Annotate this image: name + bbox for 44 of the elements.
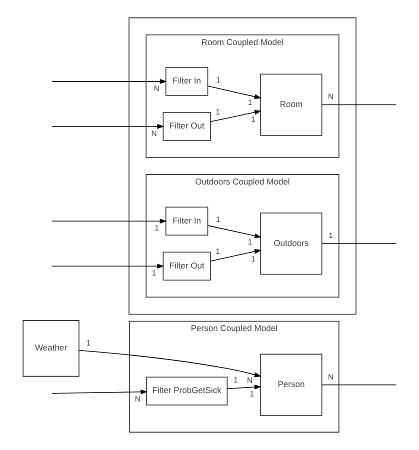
label: 1 bbox=[216, 215, 220, 224]
arrow bbox=[210, 110, 262, 122]
label: 1 bbox=[151, 268, 156, 278]
label: 1 bbox=[250, 254, 255, 264]
arrow bbox=[51, 264, 164, 269]
label: N bbox=[246, 376, 252, 386]
label: 1 bbox=[250, 115, 255, 124]
arrow bbox=[51, 124, 164, 129]
arrow bbox=[51, 79, 166, 84]
arrow bbox=[51, 389, 148, 394]
arrow bbox=[207, 225, 262, 238]
arrow bbox=[78, 350, 262, 378]
connector bbox=[320, 104, 396, 106]
label: 1 bbox=[215, 107, 220, 116]
arrow bbox=[210, 249, 262, 262]
label: 1 bbox=[247, 237, 252, 246]
cluster bbox=[128, 17, 356, 315]
connector bbox=[320, 243, 396, 244]
node-box: Outdoors bbox=[260, 212, 322, 275]
label: 1 bbox=[216, 76, 220, 85]
node-box: Filter Out bbox=[162, 112, 210, 141]
label: N bbox=[327, 92, 334, 102]
node-box: Filter Out bbox=[162, 252, 210, 280]
node-box: Weather bbox=[22, 320, 79, 377]
label: N bbox=[153, 84, 160, 93]
label: N bbox=[327, 372, 334, 382]
node-box: Room bbox=[260, 74, 322, 136]
node-box: Filter In bbox=[165, 206, 208, 236]
label: 1 bbox=[86, 338, 90, 348]
label: 1 bbox=[328, 231, 332, 240]
label: 1 bbox=[249, 390, 254, 399]
arrow bbox=[226, 384, 262, 390]
label: 1 bbox=[233, 376, 238, 385]
label: N bbox=[150, 128, 156, 138]
node-box: Person bbox=[260, 354, 322, 416]
arrow bbox=[207, 86, 262, 100]
label: N bbox=[134, 394, 140, 404]
label: 1 bbox=[247, 98, 252, 108]
label: 1 bbox=[215, 246, 220, 256]
connector bbox=[320, 384, 396, 386]
node-box: Filter ProbGetSick bbox=[146, 376, 228, 406]
node-box: Filter In bbox=[165, 67, 208, 96]
label: 1 bbox=[154, 224, 158, 233]
arrow bbox=[51, 218, 166, 224]
